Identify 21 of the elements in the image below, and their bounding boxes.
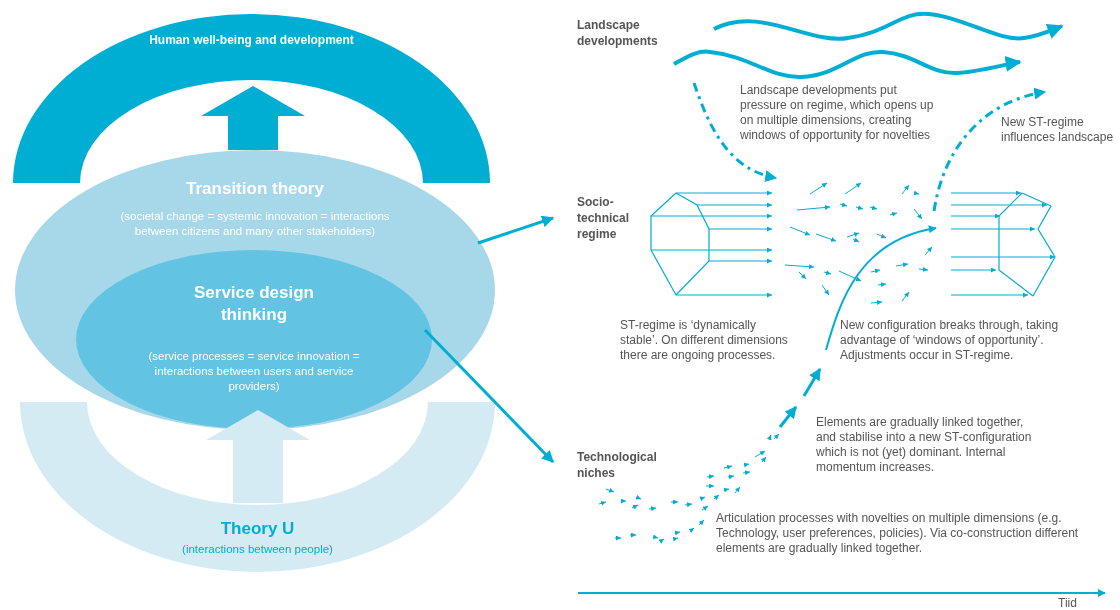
annotation-text: Landscape developments put pressure on regime, which opens up on multiple dimensions, creating windows of opportunity for novelties (740, 83, 935, 143)
block-arrow (201, 86, 305, 150)
axis-label: Tiid (1058, 596, 1078, 610)
band-description: (interactions between people) (181, 542, 334, 557)
band-heading: Theory U (219, 518, 296, 540)
ellipse-description: (societal change = systemic innovation = interactions between citizens and many other stakeholders) (119, 209, 391, 239)
ellipse-heading: Transition theory (185, 178, 325, 200)
annotation-text: Elements are gradually linked together, and stabilise into a new ST-configuration which is not (yet) dominant. Internal momentum increases. (816, 415, 1033, 475)
level-label: Technological niches (577, 449, 672, 481)
ellipse-description: (service processes = service innovation = interactions between users and service providers) (147, 349, 361, 394)
annotation-text: Articulation processes with novelties on multiple dimensions (e.g. Technology, user preferences, policies). Via co-construction different elements are gradually linked together. (716, 511, 1080, 556)
arrow (477, 215, 555, 245)
annotation-text: New configuration breaks through, taking advantage of ‘windows of opportunity’. Adjustments occur in ST-regime. (840, 318, 1060, 363)
annotation-text: ST-regime is ‘dynamically stable’. On different dimensions there are ongoing processes. (620, 318, 789, 363)
level-label: Landscape developments (577, 17, 667, 49)
annotation-text: New ST-regime influences landscape (1001, 115, 1115, 145)
block-arrow (206, 410, 310, 503)
arch-heading: Human well-being and development (148, 32, 355, 48)
ellipse-heading: Service design thinking (193, 282, 315, 326)
arrow (423, 328, 555, 464)
level-label: Socio-technical regime (577, 194, 652, 242)
